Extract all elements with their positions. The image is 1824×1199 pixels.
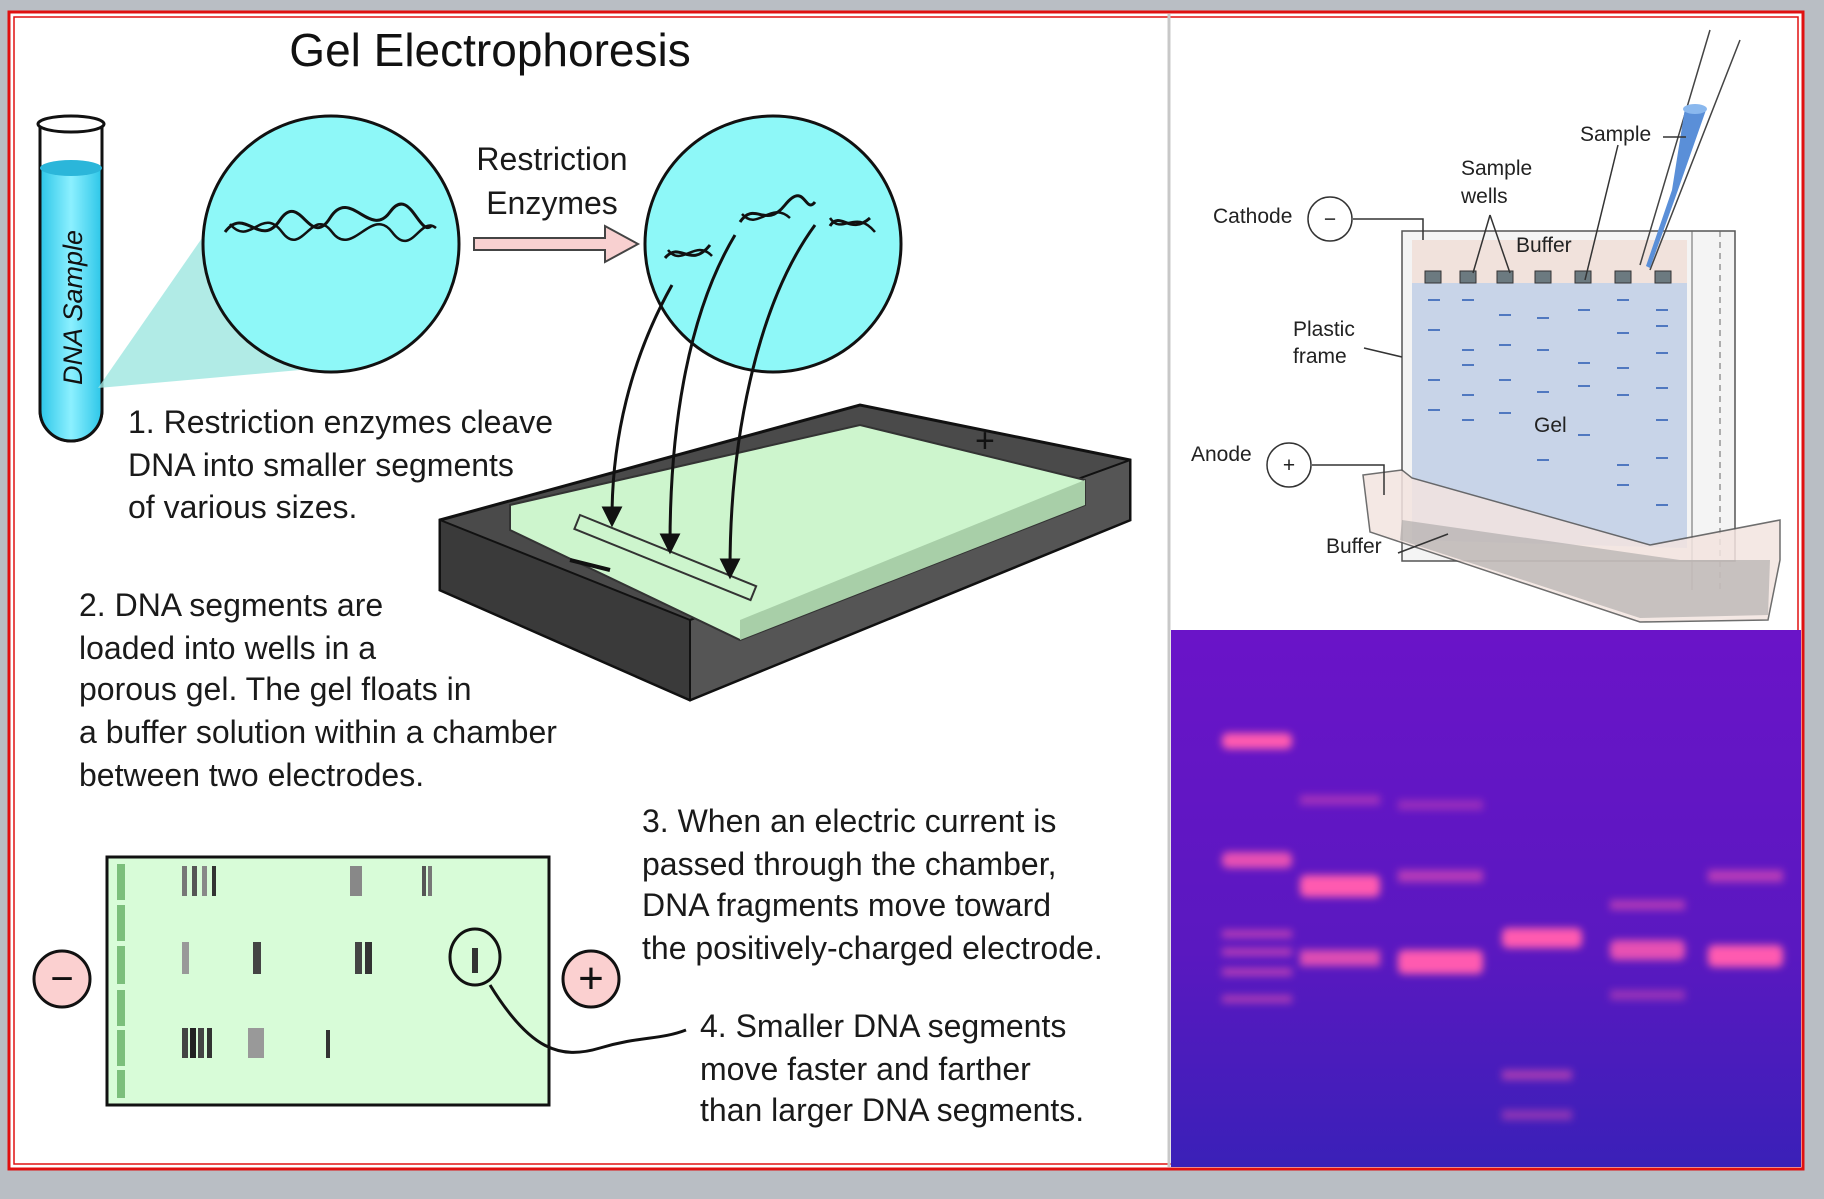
highlight-circle	[448, 927, 502, 987]
step-4-line: 4. Smaller DNA segments	[700, 1008, 1066, 1044]
cathode-icon	[1307, 196, 1353, 242]
step-2-line: between two electrodes.	[79, 757, 424, 793]
gel-chamber: +	[438, 403, 1132, 702]
step-2-line: a buffer solution within a chamber	[79, 714, 557, 750]
plastic-frame-label: frame	[1293, 345, 1347, 368]
plastic-frame-label: Plastic	[1293, 318, 1355, 341]
step-2-line: porous gel. The gel floats in	[79, 671, 472, 707]
buffer-top-label: Buffer	[1516, 234, 1572, 257]
enzyme-label-2: Enzymes	[486, 185, 618, 221]
step-3-line: passed through the chamber,	[642, 846, 1057, 882]
sample-label: Sample	[1580, 123, 1651, 146]
gel-result-diagram	[105, 855, 687, 1107]
anode-icon	[1266, 442, 1312, 488]
gel-bands	[1428, 299, 1668, 506]
loading-arrows	[601, 224, 817, 580]
arrow-right-icon	[473, 224, 641, 264]
step-1-line: of various sizes.	[128, 489, 357, 525]
negative-electrode-icon: −	[32, 949, 92, 1009]
step-3-line: DNA fragments move toward	[642, 887, 1051, 923]
magnify-wedge	[98, 215, 300, 388]
vertical-gel-apparatus: − + Cathode Anode Sample Sample wells Bu…	[1191, 29, 1781, 623]
dna-strand-icon	[223, 202, 434, 233]
step-4-text: 4. Smaller DNA segments move faster and …	[700, 1008, 1084, 1128]
step-1-text: 1. Restriction enzymes cleave DNA into s…	[128, 404, 553, 525]
step-1-line: 1. Restriction enzymes cleave	[128, 404, 553, 440]
gel-label: Gel	[1534, 414, 1567, 437]
page-title: Gel Electrophoresis	[289, 24, 690, 76]
minus-sign: −	[50, 957, 73, 1001]
cathode-sign: −	[1324, 208, 1336, 231]
step-3-line: the positively-charged electrode.	[642, 930, 1103, 966]
sample-wells-label: wells	[1460, 185, 1508, 208]
step-2-line: loaded into wells in a	[79, 630, 376, 666]
anode-label: Anode	[1191, 443, 1252, 466]
svg-text:+: +	[975, 422, 995, 460]
anode-sign: +	[1283, 454, 1295, 477]
step-4-line: than larger DNA segments.	[700, 1092, 1084, 1128]
dna-bands	[182, 866, 478, 1058]
plus-sign: +	[578, 954, 604, 1003]
callout-line	[488, 984, 687, 1054]
dna-sample-tube: DNA Sample	[36, 114, 106, 443]
sample-wells-label: Sample	[1461, 157, 1532, 180]
step-3-line: 3. When an electric current is	[642, 803, 1056, 839]
buffer-bottom-label: Buffer	[1326, 535, 1382, 558]
step-4-line: move faster and farther	[700, 1051, 1031, 1087]
photo-bands	[1222, 733, 1783, 1120]
tube-label: DNA Sample	[58, 230, 88, 385]
step-2-text: 2. DNA segments are loaded into wells in…	[79, 587, 557, 793]
sample-drop	[1646, 108, 1706, 268]
gel-photo	[1171, 630, 1801, 1167]
step-2-line: 2. DNA segments are	[79, 587, 383, 623]
cut-dna-circle	[643, 114, 903, 374]
red-frame	[7, 10, 1805, 1171]
step-1-line: DNA into smaller segments	[128, 447, 514, 483]
enzyme-label-1: Restriction	[476, 141, 627, 177]
pipette	[1639, 29, 1741, 271]
cathode-label: Cathode	[1213, 205, 1292, 228]
intact-dna-circle	[201, 114, 461, 374]
step-3-text: 3. When an electric current is passed th…	[642, 803, 1103, 966]
positive-electrode-icon: +	[561, 949, 621, 1009]
